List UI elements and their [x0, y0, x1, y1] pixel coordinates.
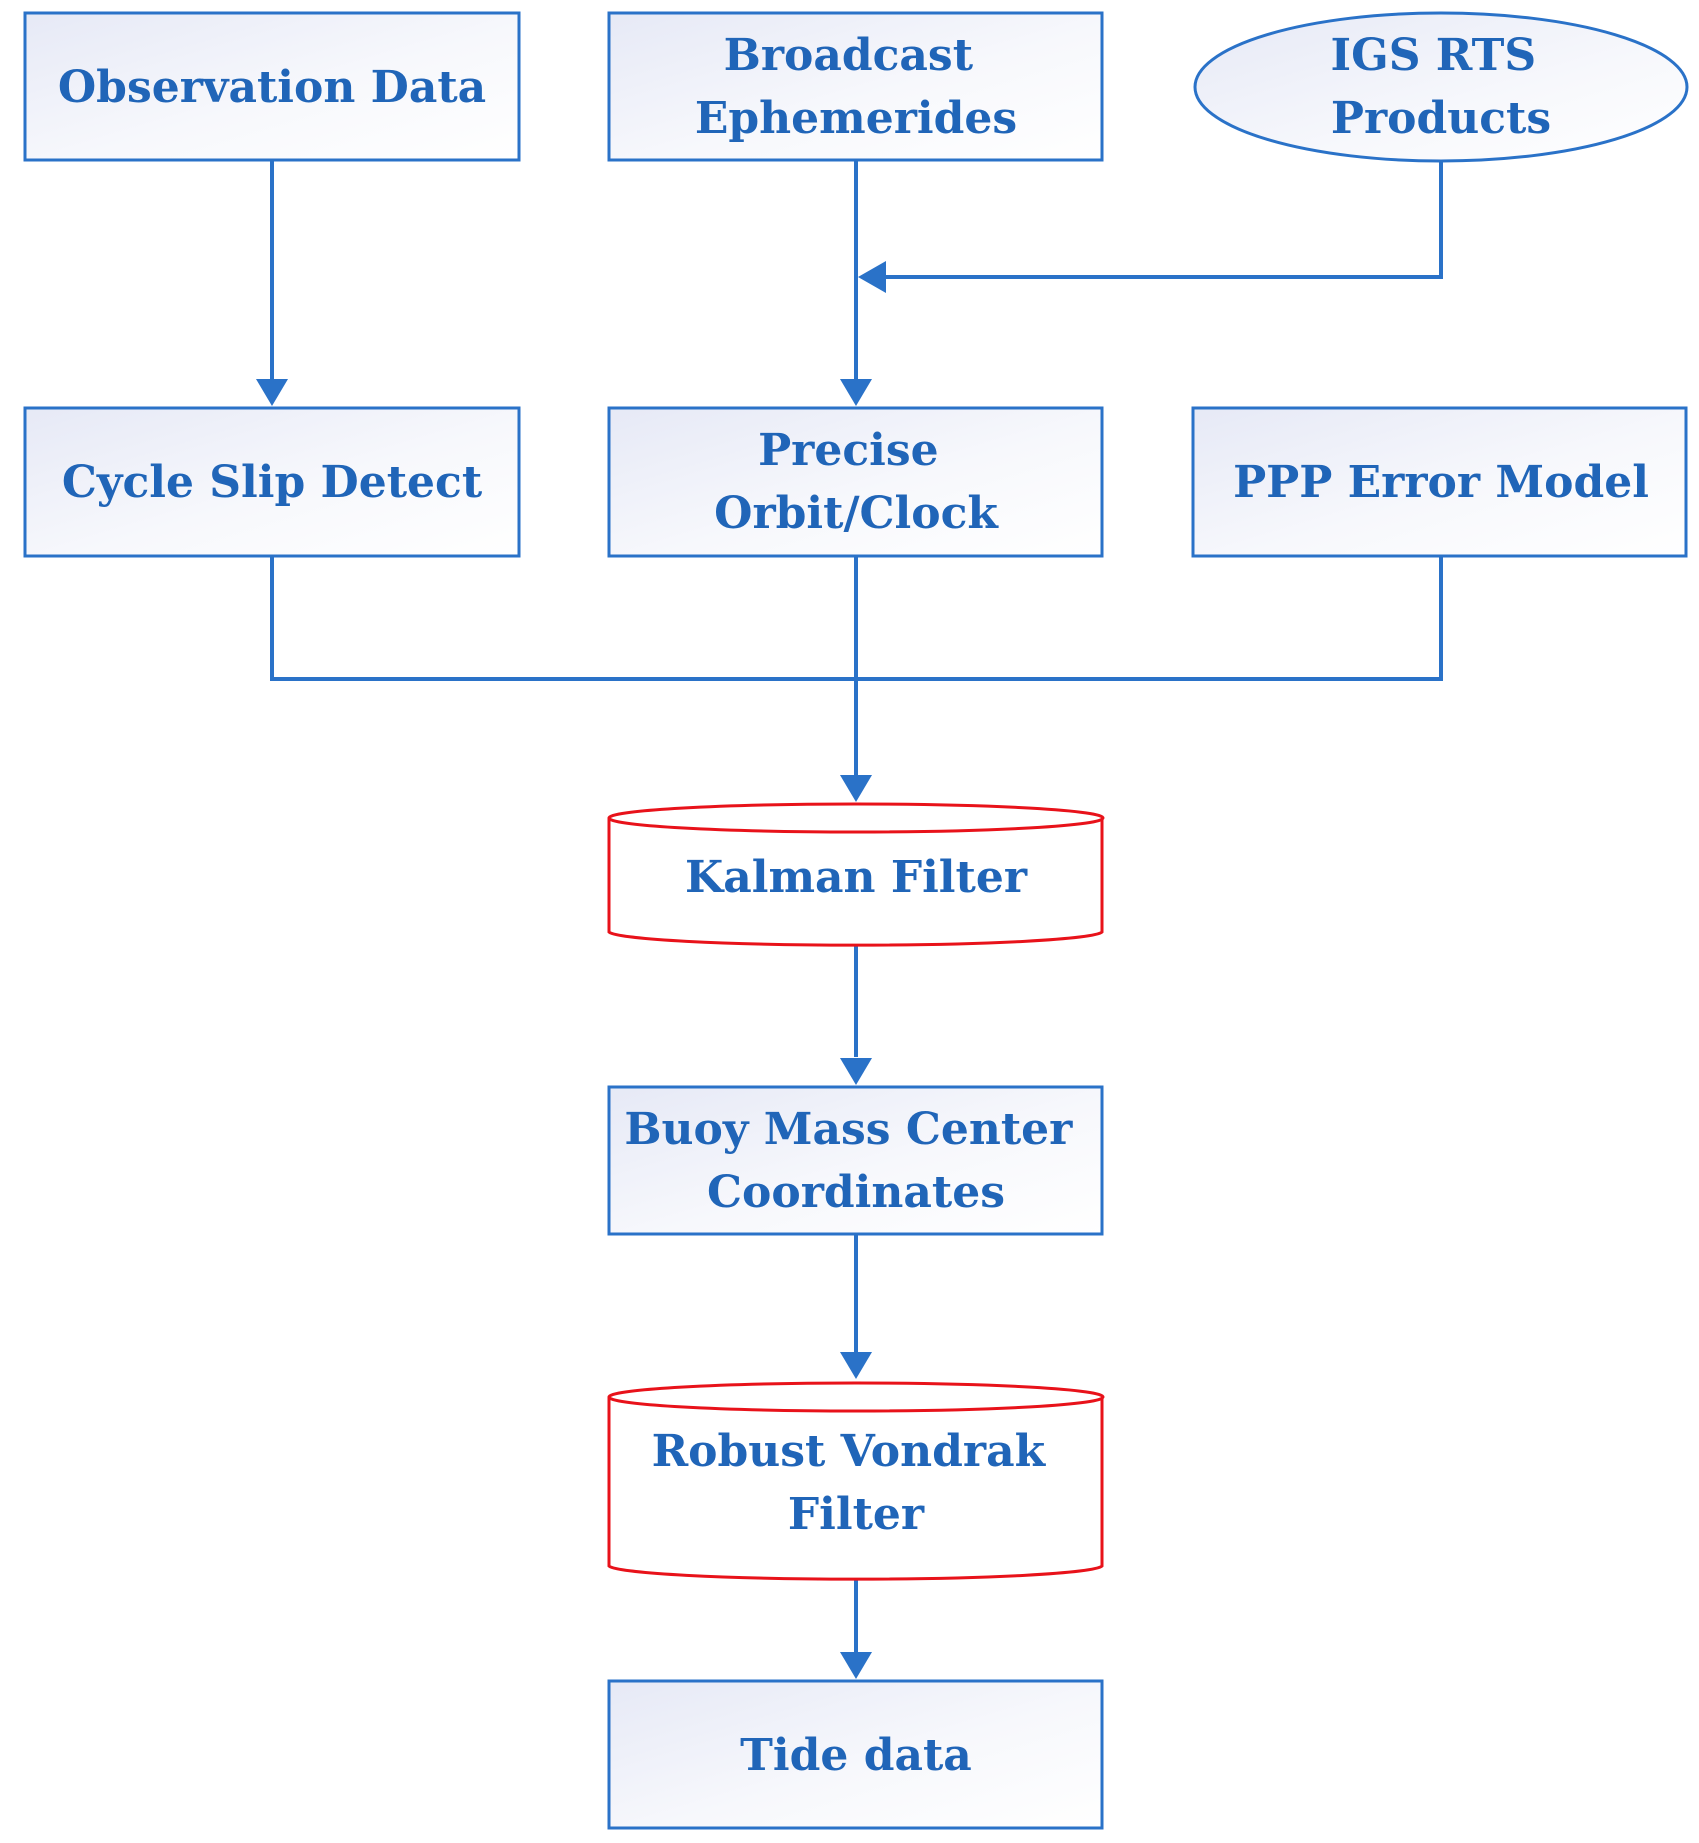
connector-igs-to-broadcast-line	[882, 160, 1443, 279]
cycle-slip-detect-label: Cycle Slip Detect	[62, 457, 483, 508]
tide-data-box	[607, 1679, 1104, 1830]
arrowhead-kalman-icon	[840, 775, 872, 802]
igs-rts-products-label: IGS RTS Products	[1331, 30, 1552, 144]
arrowhead-vondrak-icon	[840, 1352, 872, 1379]
robust-vondrak-filter-cylinder	[607, 1381, 1105, 1581]
tide-data-label: Tide data	[740, 1730, 972, 1781]
cycle-slip-detect-box	[23, 406, 521, 558]
arrowhead-buoy-icon	[840, 1058, 872, 1085]
arrowheads	[256, 261, 886, 1679]
buoy-mass-center-box	[607, 1085, 1104, 1236]
arrowhead-tide-icon	[840, 1652, 872, 1679]
ppp-error-model-label: PPP Error Model	[1233, 457, 1649, 508]
arrowhead-cycle-slip-icon	[256, 379, 288, 406]
connectors	[270, 160, 1443, 1653]
ppp-error-model-box	[1191, 406, 1688, 558]
arrowhead-precise-icon	[840, 379, 872, 406]
node-labels: Observation Data Broadcast Ephemerides I…	[58, 30, 1649, 1781]
broadcast-ephemerides-box	[607, 11, 1104, 162]
process-boxes	[23, 11, 1688, 1830]
kalman-filter-label: Kalman Filter	[685, 852, 1028, 903]
robust-vondrak-filter-label: Robust Vondrak Filter	[652, 1426, 1061, 1540]
precise-orbit-clock-label: Precise Orbit/Clock	[714, 425, 999, 539]
kalman-filter-cylinder	[607, 802, 1105, 947]
broadcast-ephemerides-label: Broadcast Ephemerides	[695, 30, 1017, 144]
buoy-mass-center-label: Buoy Mass Center Coordinates	[624, 1104, 1087, 1218]
observation-data-box	[23, 11, 521, 162]
igs-rts-products-ellipse	[1193, 11, 1689, 163]
arrowhead-igs-merge-icon	[858, 261, 886, 293]
observation-data-label: Observation Data	[58, 62, 486, 113]
precise-orbit-clock-box	[607, 406, 1104, 558]
